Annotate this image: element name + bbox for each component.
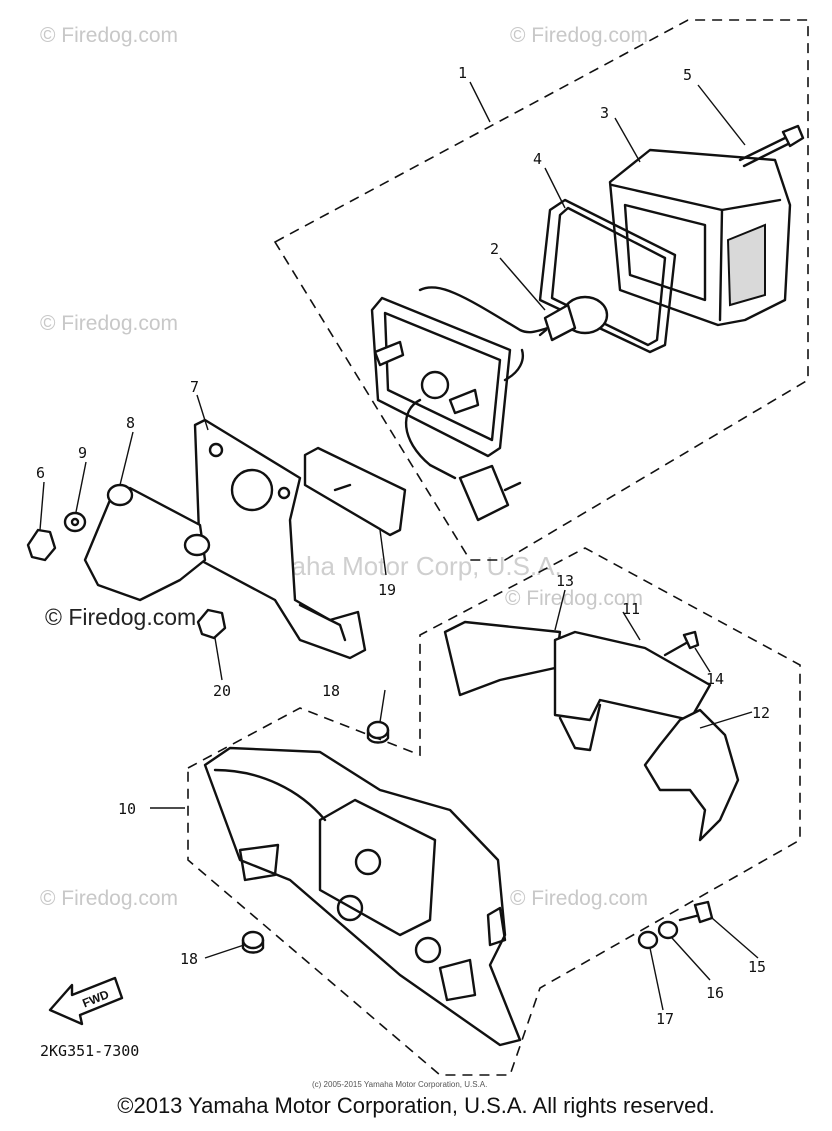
leader-lines: [39, 81, 759, 1011]
reflector-part: [303, 446, 407, 537]
callout-19: 19: [378, 581, 396, 599]
callout-7: 7: [190, 378, 199, 396]
callout-2: 2: [490, 240, 499, 258]
lamp-base-part: [370, 286, 550, 522]
footer-copyright: ©2013 Yamaha Motor Corporation, U.S.A. A…: [117, 1093, 715, 1118]
washer-part-16: [657, 920, 679, 940]
callout-14: 14: [706, 670, 724, 688]
watermark-top-left: © Firedog.com: [40, 24, 178, 47]
group-outline-10: [187, 547, 801, 1076]
lens-part: [608, 148, 792, 327]
callout-5: 5: [683, 66, 692, 84]
callout-1: 1: [458, 64, 467, 82]
callout-12: 12: [752, 704, 770, 722]
screw-part-5: [738, 124, 805, 168]
bulb-part: [538, 295, 609, 342]
diagram-code: 2KG351-7300: [40, 1042, 139, 1060]
watermark-left-dark: © Firedog.com: [45, 604, 196, 630]
fwd-arrow-icon: FWD: [48, 976, 124, 1026]
callout-16: 16: [706, 984, 724, 1002]
callout-9: 9: [78, 444, 87, 462]
watermark-bottom-left: © Firedog.com: [40, 887, 178, 910]
watermark-right: © Firedog.com: [505, 587, 643, 610]
group-outline-1: [273, 19, 809, 561]
watermark-bottom-right: © Firedog.com: [510, 887, 648, 910]
grommet-part-18-bottom: [241, 930, 265, 954]
base-part-10: [203, 746, 522, 1047]
washer-part-17: [637, 930, 659, 950]
callout-10: 10: [118, 800, 136, 818]
nut-part-6: [26, 528, 57, 562]
callout-18-top: 18: [322, 682, 340, 700]
callout-11: 11: [622, 600, 640, 618]
watermark-mid-left: © Firedog.com: [40, 312, 178, 335]
grommet-part-18-top: [366, 720, 390, 744]
washer-part-9: [63, 511, 87, 533]
callout-13: 13: [556, 572, 574, 590]
nut-part-20: [196, 608, 227, 640]
callout-6: 6: [36, 464, 45, 482]
callout-3: 3: [600, 104, 609, 122]
small-copyright: (c) 2005-2015 Yamaha Motor Corporation, …: [312, 1080, 487, 1089]
bracket-part: [193, 418, 367, 660]
callout-8: 8: [126, 414, 135, 432]
callout-18-bottom: 18: [180, 950, 198, 968]
cover-part-13: [443, 620, 562, 697]
watermark-top-right: © Firedog.com: [510, 24, 648, 47]
cover-part-12: [643, 708, 740, 842]
gasket-part: [538, 198, 677, 354]
screw-part-14: [663, 630, 700, 657]
callout-15: 15: [748, 958, 766, 976]
callout-4: 4: [533, 150, 542, 168]
plate-cover-part: [83, 483, 211, 602]
callout-17: 17: [656, 1010, 674, 1028]
callout-20: 20: [213, 682, 231, 700]
